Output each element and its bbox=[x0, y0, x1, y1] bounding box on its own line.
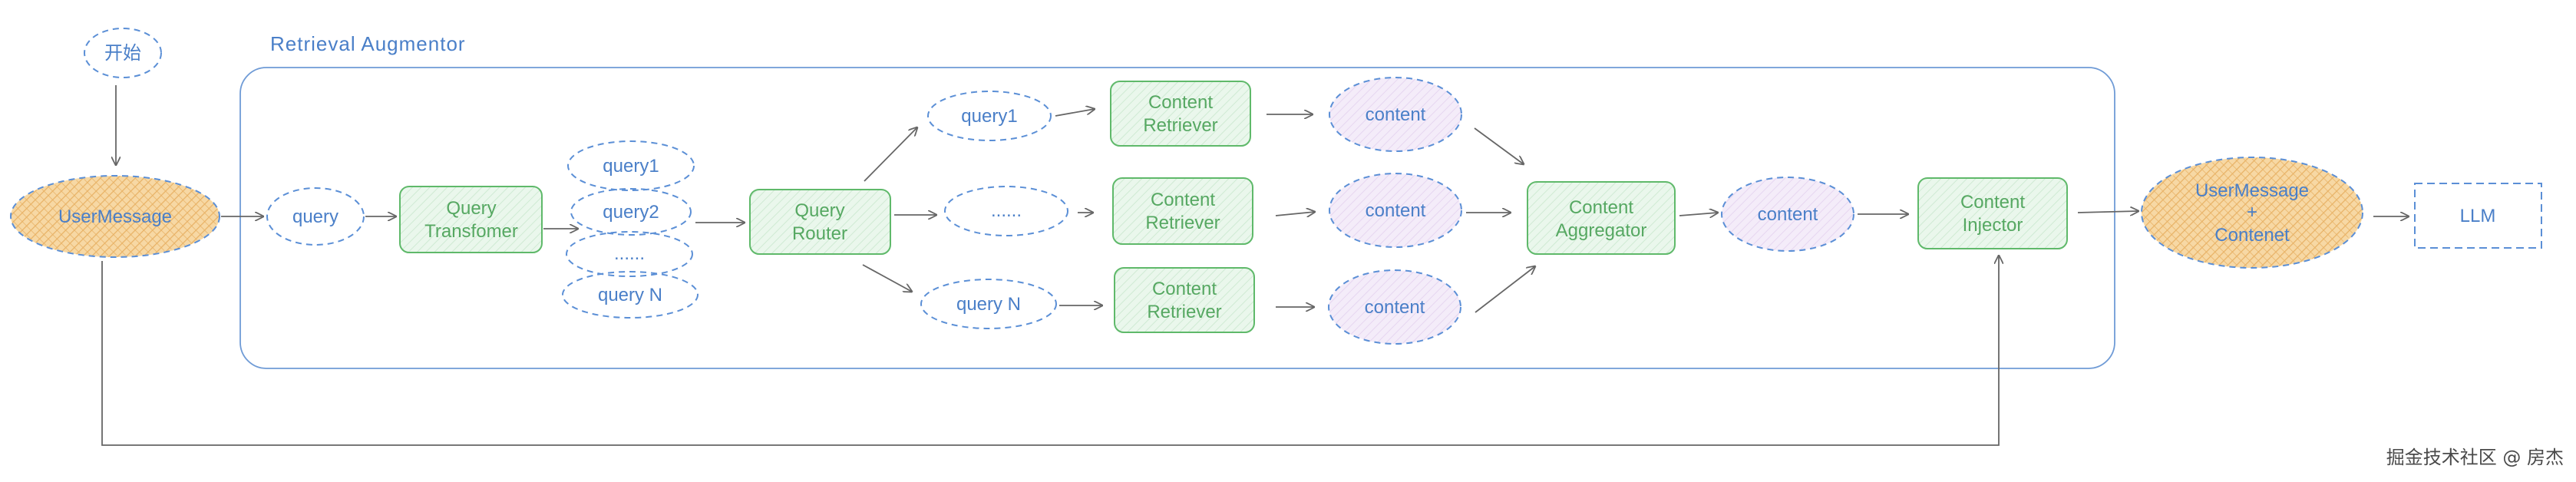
query-transformer-label-line2: Transfomer bbox=[424, 221, 518, 242]
start-label: 开始 bbox=[104, 43, 141, 64]
route2-query-label: ...... bbox=[991, 200, 1022, 221]
start-node bbox=[84, 28, 162, 78]
route1-content-node bbox=[1329, 77, 1462, 152]
route1-retriever-label-line2: Retriever bbox=[1143, 115, 1217, 136]
content-aggregator-label-line2: Aggregator bbox=[1556, 220, 1647, 241]
arrow-router-to-route1 bbox=[864, 127, 917, 182]
route1-content-label: content bbox=[1366, 104, 1426, 125]
query1-label: query1 bbox=[603, 156, 659, 177]
augmented-message-label-line1: UserMessage bbox=[2195, 180, 2309, 201]
route3-retriever-label-line1: Content bbox=[1152, 279, 1217, 299]
query-router-label-line1: Query bbox=[794, 200, 844, 221]
content-aggregator-label-line1: Content bbox=[1569, 197, 1633, 218]
route3-query-node bbox=[920, 279, 1057, 329]
augmented-message-hatch bbox=[2143, 159, 2361, 266]
llm-node bbox=[2414, 183, 2542, 249]
content-injector-label-line1: Content bbox=[1960, 192, 2025, 213]
user-message-hatch bbox=[12, 177, 218, 256]
llm-label: LLM bbox=[2460, 206, 2496, 226]
route3-content-node bbox=[1328, 269, 1461, 345]
query-router-label-line2: Router bbox=[792, 223, 847, 244]
route2-content-node bbox=[1329, 173, 1462, 248]
query-node bbox=[266, 187, 365, 246]
route1-retriever-node bbox=[1110, 81, 1251, 147]
query2-node bbox=[570, 188, 692, 236]
route2-retriever-label-line2: Retriever bbox=[1145, 213, 1220, 233]
arrow-aggregator-to-content bbox=[1679, 213, 1718, 216]
queryN-label: query N bbox=[598, 285, 662, 305]
query1-node bbox=[567, 140, 695, 191]
query-router-node bbox=[749, 189, 891, 255]
arrow-route3-content-to-aggregator bbox=[1475, 266, 1535, 313]
arrow-route1-query-to-retriever bbox=[1055, 109, 1095, 117]
query2-label: query2 bbox=[603, 202, 659, 223]
route2-retriever-label-line1: Content bbox=[1151, 190, 1215, 210]
content-injector-label-line2: Injector bbox=[1963, 215, 2023, 236]
augmented-message-label-line2: + bbox=[2247, 202, 2257, 223]
query-label: query bbox=[292, 206, 339, 227]
route2-retriever-node bbox=[1112, 177, 1253, 245]
arrow-router-to-route3 bbox=[862, 264, 912, 292]
user-message-label: UserMessage bbox=[58, 206, 172, 227]
route3-retriever-node bbox=[1114, 267, 1255, 333]
connectors bbox=[101, 85, 2409, 446]
augmented-message-label-line3: Contenet bbox=[2214, 225, 2290, 246]
content-aggregator-node bbox=[1527, 181, 1676, 255]
retrieval-augmentor-container bbox=[239, 67, 2115, 369]
route2-content-label: content bbox=[1366, 200, 1426, 221]
route2-query-node bbox=[944, 186, 1068, 236]
query-ellipsis-node bbox=[566, 231, 693, 277]
aggregated-content-label: content bbox=[1758, 204, 1818, 225]
route3-retriever-label-line2: Retriever bbox=[1147, 302, 1221, 322]
queryN-node bbox=[562, 271, 698, 319]
route1-query-label: query1 bbox=[961, 106, 1017, 127]
container-title: Retrieval Augmentor bbox=[270, 32, 466, 55]
arrow-usermessage-bypass-to-injector bbox=[101, 256, 1999, 446]
route3-query-label: query N bbox=[956, 294, 1021, 315]
route1-retriever-label-line1: Content bbox=[1148, 92, 1213, 113]
route1-query-node bbox=[927, 91, 1052, 141]
content-injector-node bbox=[1917, 177, 2068, 249]
arrow-route1-content-to-aggregator bbox=[1474, 127, 1524, 164]
route3-content-label: content bbox=[1365, 297, 1425, 318]
query-ellipsis-label: ...... bbox=[614, 243, 645, 264]
arrow-route2-retriever-to-content bbox=[1275, 212, 1315, 216]
query-transformer-label-line1: Query bbox=[446, 198, 496, 219]
arrow-injector-to-augmented bbox=[2077, 211, 2138, 213]
aggregated-content-node bbox=[1721, 177, 1854, 252]
watermark: 掘金技术社区 @ 房杰 bbox=[2386, 447, 2564, 468]
query-transformer-node bbox=[399, 186, 543, 253]
